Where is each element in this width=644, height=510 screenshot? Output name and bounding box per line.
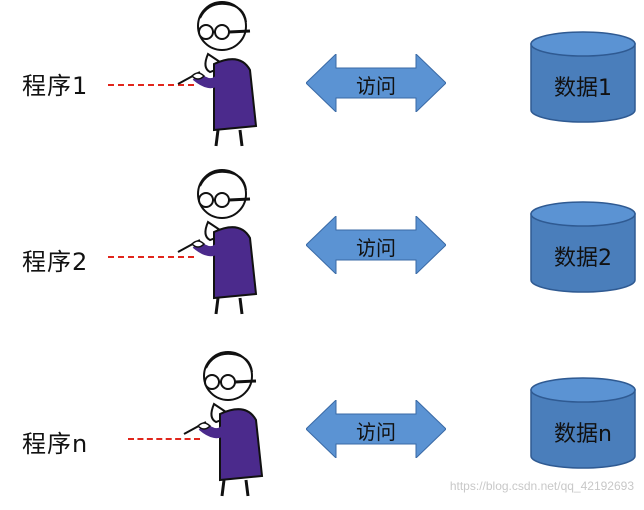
program-label-1: 程序1 xyxy=(22,72,89,100)
access-label-n: 访问 xyxy=(356,420,396,444)
database-icon xyxy=(530,377,636,469)
program-row-1: 程序1 访问 数据1 xyxy=(0,0,644,160)
dashed-link-n xyxy=(128,438,200,440)
program-row-2: 程序2 访问 数据2 xyxy=(0,168,644,328)
program-label-n: 程序n xyxy=(22,430,89,458)
database-icon xyxy=(530,201,636,293)
dashed-link-2 xyxy=(108,256,194,258)
access-label-1: 访问 xyxy=(356,74,396,98)
database-1: 数据1 xyxy=(529,30,637,128)
database-icon xyxy=(530,31,636,123)
data-label-n: 数据n xyxy=(554,422,612,447)
access-label-2: 访问 xyxy=(356,236,396,260)
dashed-link-1 xyxy=(108,84,194,86)
access-arrow-n: 访问 xyxy=(305,398,447,462)
program-row-n: 程序n 访问 数据n xyxy=(0,350,644,510)
access-arrow-2: 访问 xyxy=(305,214,447,278)
person-icon xyxy=(183,351,264,497)
database-2: 数据2 xyxy=(529,200,637,298)
access-arrow-1: 访问 xyxy=(305,52,447,116)
database-n: 数据n xyxy=(529,376,637,474)
watermark: https://blog.csdn.net/qq_42192693 xyxy=(449,479,634,493)
person-icon xyxy=(177,169,258,315)
person-icon xyxy=(177,1,258,147)
program-label-2: 程序2 xyxy=(22,248,89,276)
data-label-2: 数据2 xyxy=(554,246,612,271)
data-label-1: 数据1 xyxy=(554,76,612,101)
